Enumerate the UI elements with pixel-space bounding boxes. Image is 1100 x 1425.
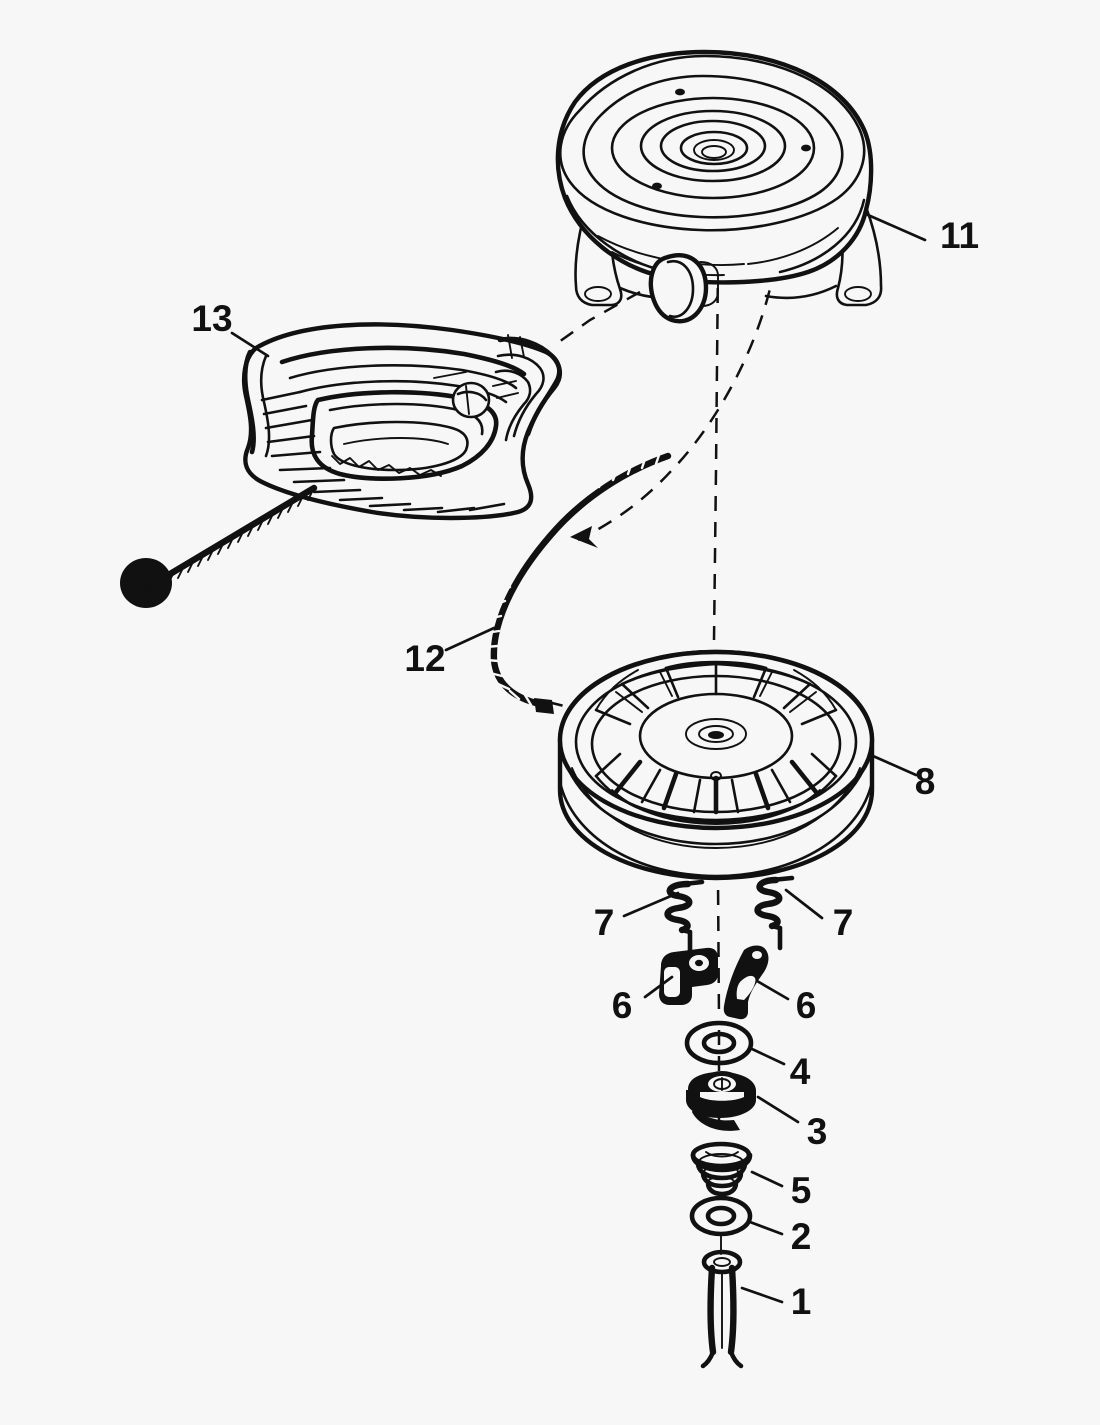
callout-label-3: 3	[807, 1111, 828, 1152]
callout-2: 2	[748, 1216, 812, 1257]
callout-5: 5	[750, 1170, 812, 1211]
part-pawl-retainer: 3	[686, 1071, 827, 1152]
rope-main-length	[483, 450, 672, 714]
callout-label-5: 5	[791, 1170, 812, 1211]
callout-label-1: 1	[791, 1281, 812, 1322]
callout-13: 13	[191, 298, 270, 358]
part-pawl-left: 6	[612, 947, 718, 1026]
housing-rivet-dot	[675, 88, 685, 96]
part-pawl-spring-left: 7	[594, 879, 705, 957]
part-flat-washer-upper: 4	[684, 1020, 811, 1092]
callout-label-11: 11	[940, 215, 979, 256]
rope-knot-end	[120, 484, 318, 608]
pulley-spokes	[594, 660, 838, 825]
handle-attach-dashed-path	[555, 290, 641, 346]
callout-label-6-left: 6	[612, 985, 633, 1026]
callout-3: 3	[756, 1095, 828, 1152]
part-pawl-right: 6	[723, 945, 817, 1026]
pawl-spring-left-shape	[664, 879, 705, 957]
handle-grip-ribs	[260, 390, 506, 514]
callout-11: 11	[866, 213, 979, 256]
rope-routing-dashed-path	[570, 264, 777, 548]
part-pawl-spring-right: 7	[754, 875, 854, 951]
callout-4: 4	[750, 1047, 811, 1092]
part-starter-housing: 11	[555, 49, 979, 324]
callout-7-left: 7	[594, 891, 680, 943]
housing-rivet-dot	[652, 182, 662, 190]
rope-guide-bushing	[648, 253, 719, 324]
part-starter-rope: 12	[120, 450, 672, 714]
callout-7-right: 7	[784, 888, 854, 943]
part-starter-handle: 13	[191, 298, 563, 521]
callout-1: 1	[740, 1281, 812, 1322]
callout-6-right: 6	[755, 979, 817, 1026]
callout-label-8: 8	[915, 761, 936, 802]
callout-12: 12	[404, 626, 496, 679]
callout-label-6-right: 6	[796, 985, 817, 1026]
rope-knot	[120, 558, 172, 608]
callout-label-4: 4	[790, 1051, 811, 1092]
callout-label-2: 2	[791, 1216, 812, 1257]
callout-8: 8	[871, 754, 936, 802]
callout-label-7-left: 7	[594, 902, 615, 943]
callout-6-left: 6	[612, 975, 674, 1026]
pawl-spring-right-shape	[754, 875, 795, 951]
handle-knurl-detail	[331, 455, 442, 477]
part-conical-spring: 5	[690, 1141, 812, 1211]
housing-rivet-dot	[801, 144, 811, 152]
part-rope-pulley-sheave: 8	[557, 649, 936, 881]
part-cotter-pin: 1	[700, 1233, 812, 1369]
callout-label-7-right: 7	[833, 902, 854, 943]
housing-body	[555, 49, 874, 285]
part-flat-washer-lower: 2	[689, 1195, 812, 1257]
callout-label-12: 12	[404, 638, 445, 679]
rope-braid-texture-main	[483, 450, 662, 707]
callout-label-13: 13	[191, 298, 232, 339]
